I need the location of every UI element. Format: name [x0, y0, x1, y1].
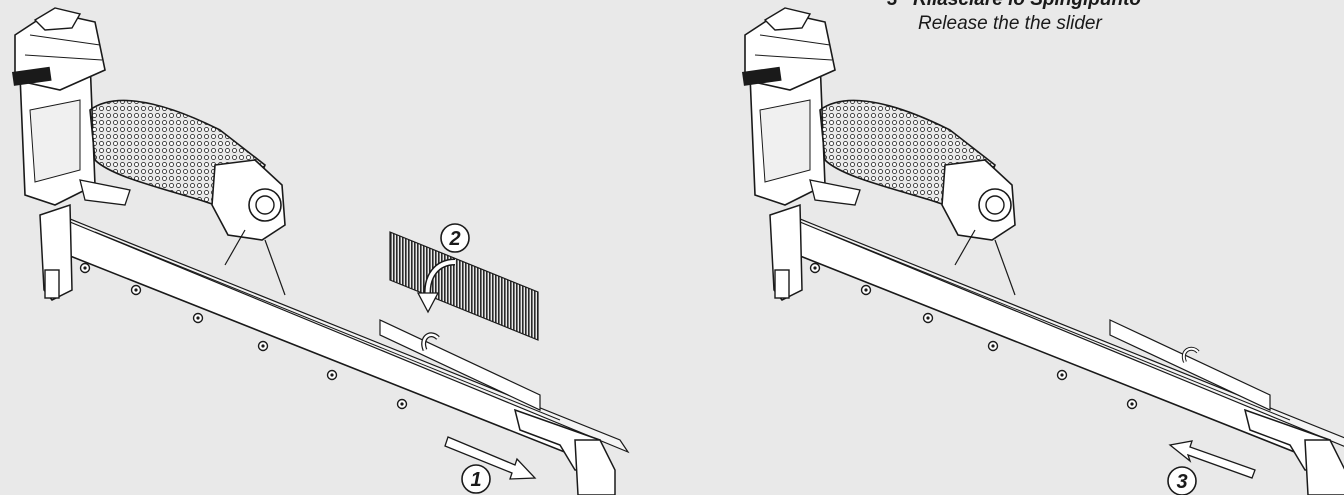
stapler-left-drawing — [11, 7, 629, 495]
slider-rotate-icon — [421, 332, 440, 351]
caption-subtitle: Release the the slider — [918, 13, 1102, 34]
step-3-marker: 3 — [1167, 466, 1197, 495]
slider-release-icon — [1181, 346, 1200, 363]
slide-left-arrow-icon — [1168, 440, 1256, 479]
step-3-number: 3 — [1176, 471, 1187, 493]
step-1-number: 1 — [470, 469, 481, 491]
caption-title: Rilasciare lo Spingipunto — [913, 0, 1141, 10]
staple-strip-icon — [389, 231, 539, 341]
caption-step-number: 3 — [887, 0, 913, 12]
insert-arrow-icon — [416, 258, 456, 314]
step-2-marker: 2 — [440, 223, 470, 253]
step-1-marker: 1 — [461, 464, 491, 494]
slide-right-arrow-icon — [444, 436, 537, 480]
stapler-right-drawing — [741, 7, 1344, 495]
step-3-caption: 3Rilasciare lo Spingipunto Release the t… — [887, 0, 1141, 36]
step-2-number: 2 — [448, 228, 460, 250]
